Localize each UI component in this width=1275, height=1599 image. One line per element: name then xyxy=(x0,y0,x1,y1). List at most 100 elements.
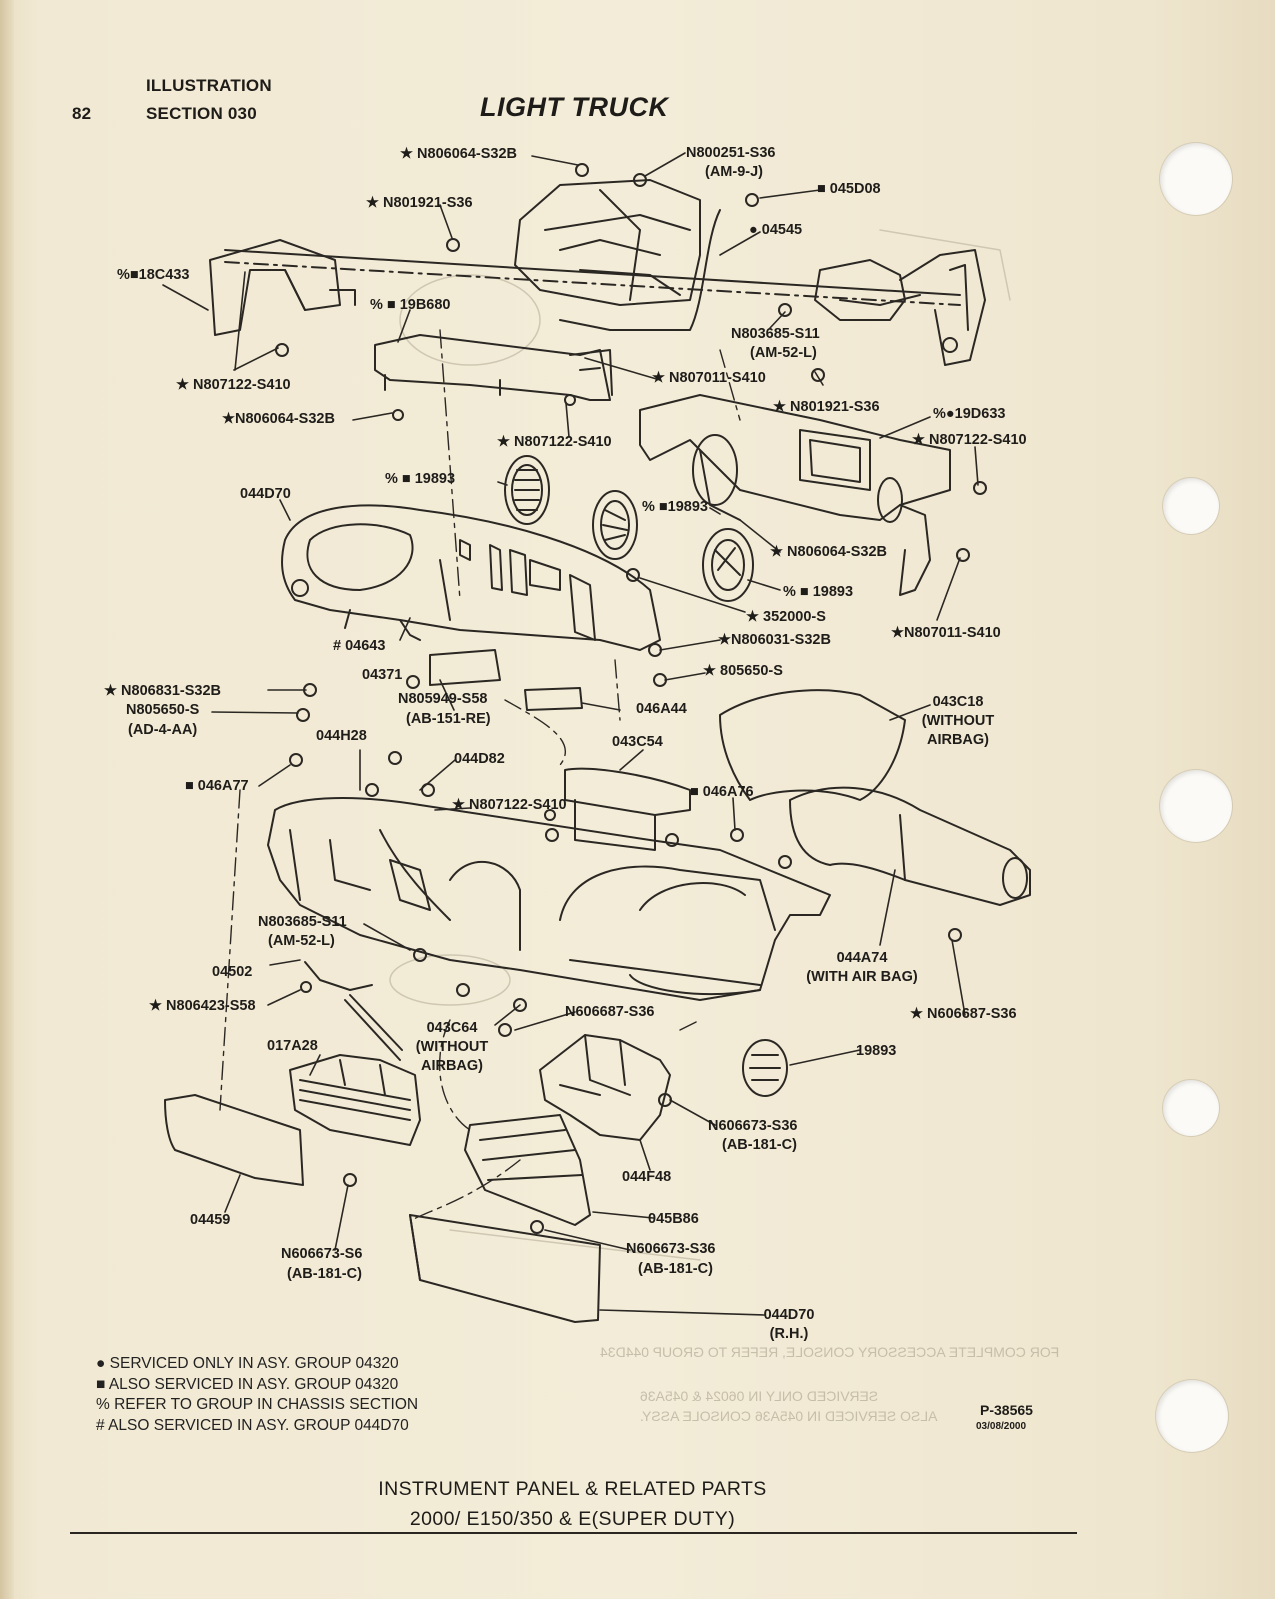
binder-hole xyxy=(1160,770,1232,842)
glovebox-door-043c18 xyxy=(719,689,906,801)
header-section: SECTION 030 xyxy=(146,104,257,123)
callout-017a28: 017A28 xyxy=(267,1038,318,1054)
callout-04545: ● 04545 xyxy=(749,222,803,238)
header-illustration: ILLUSTRATION xyxy=(146,76,272,95)
callout-n806064-s32b-mid: ★ N806064-S32B xyxy=(770,544,887,560)
callout-044d70: 044D70 xyxy=(240,486,291,502)
callout-n805949-s58-sub: (AB-151-RE) xyxy=(406,711,491,727)
bezel-045b86 xyxy=(464,1114,591,1226)
callout-044d70-rh-sub: (R.H.) xyxy=(769,1326,809,1342)
assembly-dash-lines xyxy=(219,329,741,1221)
callout-043c64-sub1: (WITHOUT xyxy=(415,1039,489,1055)
binder-hole xyxy=(1160,143,1232,215)
callout-805650-s: ★ 805650-S xyxy=(703,663,783,679)
page-title: LIGHT TRUCK xyxy=(480,92,669,122)
callout-19893-b: % ■19893 xyxy=(642,499,709,515)
callout-n806064-s32b-top: ★ N806064-S32B xyxy=(400,146,517,162)
callout-n800251-s36: N800251-S36 xyxy=(686,145,776,161)
callout-n807122-s410-d: ★ N807122-S410 xyxy=(452,797,567,813)
callout-n606673-s6: N606673-S6 xyxy=(281,1246,363,1262)
callout-n803685-s11-low-sub: (AM-52-L) xyxy=(268,933,335,949)
legend-item: # ALSO SERVICED IN ASY. GROUP 044D70 xyxy=(96,1416,409,1434)
callout-043c18: 043C18 xyxy=(932,694,984,710)
callout-19b680: % ■ 19B680 xyxy=(370,297,451,313)
binder-hole xyxy=(1156,1380,1228,1452)
callout-044a74: 044A74 xyxy=(836,950,888,966)
leader-lines xyxy=(162,152,979,1316)
drawing-date: 03/08/2000 xyxy=(976,1421,1027,1432)
airbag-module-044a74 xyxy=(789,786,1031,906)
callout-n807122-s410-c: ★ N807122-S410 xyxy=(497,434,612,450)
callout-19893-d: 19893 xyxy=(856,1043,897,1059)
legend-item: % REFER TO GROUP IN CHASSIS SECTION xyxy=(96,1396,419,1413)
storage-bin-043c54 xyxy=(564,767,691,851)
callout-n806423-s58: ★ N806423-S58 xyxy=(149,998,256,1014)
trim-panel-04459 xyxy=(164,1094,304,1186)
callout-n807122-s410-b: ★ N807122-S410 xyxy=(912,432,1027,448)
callout-n606673-s36-a-sub: (AB-181-C) xyxy=(722,1137,797,1153)
duct-19b680 xyxy=(374,334,613,401)
callout-19893-c: % ■ 19893 xyxy=(783,584,854,600)
brace-04502 xyxy=(304,961,403,1061)
console-bracket-044f48 xyxy=(539,1034,671,1141)
callout-043c18-sub2: AIRBAG) xyxy=(926,732,990,748)
callout-n803685-s11-top: N803685-S11 xyxy=(731,326,820,342)
page-edge-shadow xyxy=(0,0,14,1599)
binder-hole xyxy=(1163,478,1219,534)
callout-044a74-sub: (WITH AIR BAG) xyxy=(806,969,918,985)
drawing-number: P-38565 xyxy=(980,1402,1033,1418)
callout-n801921-s36-top: ★ N801921-S36 xyxy=(366,195,473,211)
callout-043c18-sub1: (WITHOUT xyxy=(921,713,995,729)
callout-046a44: 046A44 xyxy=(636,701,687,717)
callout-n806031-s32b: ★N806031-S32B xyxy=(718,632,831,648)
callout-n807122-s410-a: ★ N807122-S410 xyxy=(176,377,291,393)
callout-n606673-s36-b: N606673-S36 xyxy=(626,1241,716,1257)
callout-044f48: 044F48 xyxy=(622,1169,672,1185)
page-number: 82 xyxy=(72,104,92,123)
caption-title: INSTRUMENT PANEL & RELATED PARTS xyxy=(378,1478,767,1500)
callout-045b86: 045B86 xyxy=(648,1211,699,1227)
callout-n606673-s36-a: N606673-S36 xyxy=(708,1118,798,1134)
callout-n801921-s36-mid: ★ N801921-S36 xyxy=(773,399,880,415)
callout-n606673-s6-sub: (AB-181-C) xyxy=(287,1266,362,1282)
callout-n805650-s-sub: (AD-4-AA) xyxy=(128,722,198,738)
callout-n800251-s36-sub: (AM-9-J) xyxy=(705,164,763,180)
callout-n803685-s11-top-sub: (AM-52-L) xyxy=(750,345,817,361)
callout-046a77: ■ 046A77 xyxy=(185,778,249,794)
callout-043c64: 043C64 xyxy=(426,1020,478,1036)
callout-n606687-s36-c: N606687-S36 xyxy=(565,1004,655,1020)
callout-19893-a: % ■ 19893 xyxy=(385,471,456,487)
callout-044d70-rh: 044D70 xyxy=(763,1307,815,1323)
callout-n805650-s: N805650-S xyxy=(126,702,200,718)
callout-04643: # 04643 xyxy=(333,638,386,654)
callout-043c64-sub2: AIRBAG) xyxy=(420,1058,484,1074)
binder-hole xyxy=(1163,1080,1219,1136)
callout-n606673-s36-b-sub: (AB-181-C) xyxy=(638,1261,713,1277)
callout-04371: 04371 xyxy=(362,667,403,683)
callout-n606687-s36-r: ★ N606687-S36 xyxy=(910,1006,1017,1022)
callout-04502: 04502 xyxy=(212,964,253,980)
callout-n805949-s58: N805949-S58 xyxy=(398,691,488,707)
instrument-panel-044d70 xyxy=(281,504,661,711)
callout-045d08: ■ 045D08 xyxy=(817,181,881,197)
callout-044h28: 044H28 xyxy=(316,728,367,744)
callout-n807011-s410-b: ★N807011-S410 xyxy=(891,625,1001,641)
crossmember-04545 xyxy=(224,179,986,366)
callout-044d82: 044D82 xyxy=(454,751,505,767)
callout-n806831-s32b: ★ N806831-S32B xyxy=(104,683,221,699)
register-vents-19893 xyxy=(504,455,788,1097)
caption-subtitle: 2000/ E150/350 & E(SUPER DUTY) xyxy=(409,1508,736,1530)
callout-18c433: %■18C433 xyxy=(117,267,190,283)
legend-item: ■ ALSO SERVICED IN ASY. GROUP 04320 xyxy=(96,1375,399,1393)
callout-19d633: %●19D633 xyxy=(933,406,1006,422)
lower-panel-rh-044d70 xyxy=(409,1214,601,1323)
callout-04459: 04459 xyxy=(190,1212,231,1228)
ashtray-017a28 xyxy=(289,1054,421,1146)
lower-panel-assembly xyxy=(267,797,831,1001)
callout-043c54: 043C54 xyxy=(612,734,663,750)
callout-n803685-s11-low: N803685-S11 xyxy=(258,914,347,930)
bracket-18c433 xyxy=(209,239,356,336)
fasteners xyxy=(275,163,987,1234)
